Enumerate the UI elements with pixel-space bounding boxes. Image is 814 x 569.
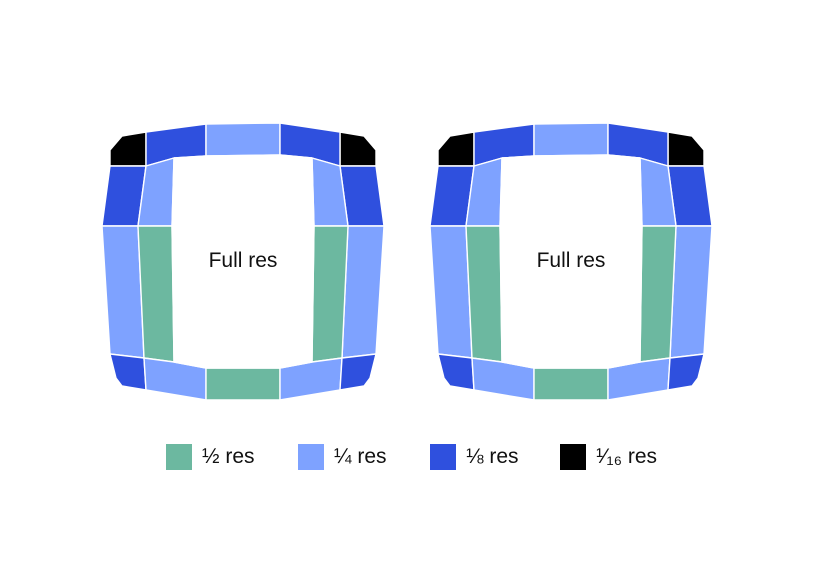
lens-right-middle-outer-tile — [341, 225, 385, 359]
quarter-res-label: ¼ res — [334, 445, 387, 468]
lens-corner-tile-bottom-right — [339, 353, 377, 391]
lens-left-middle-inner-tile — [137, 225, 175, 363]
sixteenth-res-swatch — [560, 444, 586, 470]
lens-full-res-area — [171, 154, 315, 369]
full-res-label: Full res — [537, 249, 606, 272]
lens-left-middle-outer-tile — [429, 225, 473, 359]
lens-corner-tile-bottom-left — [109, 353, 147, 391]
lens-corner-tile-top-right — [667, 131, 705, 167]
lens-bottom-center-tile — [205, 367, 281, 401]
legend-item-sixteenth-res: ¹⁄₁₆ res — [560, 440, 657, 474]
lens-right-middle-inner-tile — [311, 225, 349, 363]
sixteenth-res-label: ¹⁄₁₆ res — [596, 445, 658, 468]
half-res-label: ½ res — [202, 445, 255, 468]
lens-bottom-center-tile — [533, 367, 609, 401]
quarter-res-swatch — [298, 444, 324, 470]
lens-top-center-tile — [533, 122, 609, 157]
lens-corner-tile-bottom-left — [437, 353, 475, 391]
legend-item-half-res: ½ res — [166, 440, 255, 474]
lens-full-res-area — [499, 154, 643, 369]
left-eye-lens: Full res — [101, 122, 385, 401]
lens-right-middle-outer-tile — [669, 225, 713, 359]
lens-corner-tile-top-left — [437, 131, 475, 167]
full-res-label: Full res — [209, 249, 278, 272]
right-eye-lens: Full res — [429, 122, 713, 401]
lens-left-middle-outer-tile — [101, 225, 145, 359]
lens-corner-tile-top-right — [339, 131, 377, 167]
lens-right-middle-inner-tile — [639, 225, 677, 363]
eighth-res-label: ⅛ res — [466, 445, 519, 468]
lens-corner-tile-top-left — [109, 131, 147, 167]
legend-item-quarter-res: ¼ res — [298, 440, 387, 474]
lens-left-middle-inner-tile — [465, 225, 503, 363]
resolution-legend: ½ res ¼ res ⅛ res ¹⁄₁₆ res — [0, 440, 814, 474]
eighth-res-swatch — [430, 444, 456, 470]
legend-item-eighth-res: ⅛ res — [430, 440, 519, 474]
lens-top-center-tile — [205, 122, 281, 157]
half-res-swatch — [166, 444, 192, 470]
lens-corner-tile-bottom-right — [667, 353, 705, 391]
